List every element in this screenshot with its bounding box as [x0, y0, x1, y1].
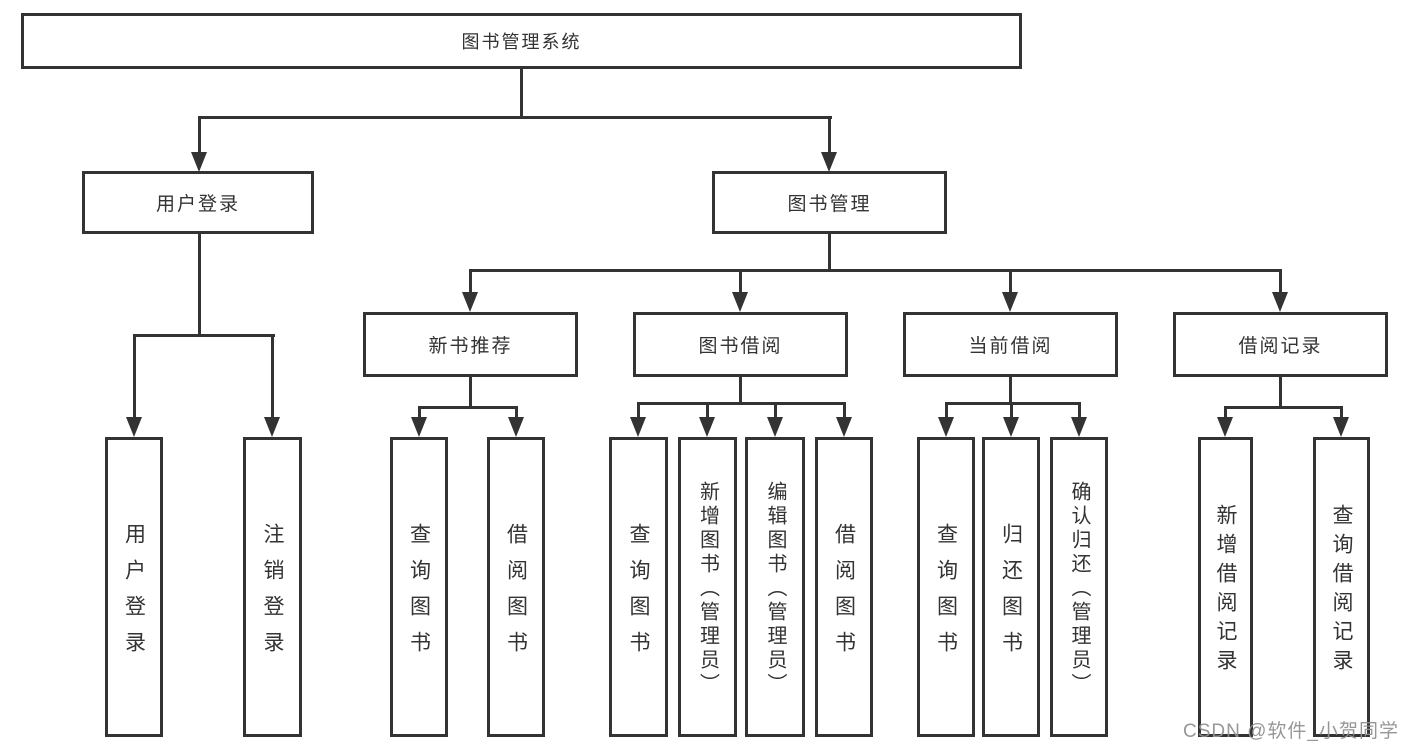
arrow-down-query-bor: [630, 417, 646, 437]
connector-new-book-branch: [418, 406, 518, 409]
leaf-query-books-current: 查询图书: [917, 437, 975, 737]
connector-drop-borrow-rec: [515, 406, 518, 419]
leaf-query-borrow-record-label: 查询借阅记录: [1330, 504, 1353, 678]
arrow-down-user-login: [191, 152, 207, 172]
leaf-edit-book-admin-label: 编辑图书（管理员）: [764, 481, 786, 697]
arrow-down-current-borrow: [1002, 292, 1018, 312]
leaf-borrow-books-recommend: 借阅图书: [487, 437, 545, 737]
leaf-logout-label: 注销登录: [261, 522, 284, 667]
connector-current-borrow-branch: [945, 402, 1081, 405]
leaf-return-books-label: 归还图书: [999, 522, 1023, 667]
arrow-down-borrow-bor: [836, 417, 852, 437]
leaf-query-borrow-record: 查询借阅记录: [1313, 437, 1370, 737]
connector-drop-new-book: [469, 269, 472, 294]
connector-book-borrow-stem: [739, 377, 742, 405]
connector-drop-borrow-bor: [843, 402, 846, 419]
leaf-borrow-books-recommend-label: 借阅图书: [504, 522, 528, 667]
connector-drop-confirm-return: [1078, 402, 1081, 419]
leaf-query-books-recommend-label: 查询图书: [407, 522, 431, 667]
arrow-down-confirm-return: [1071, 417, 1087, 437]
arrow-down-query-cur: [938, 417, 954, 437]
leaf-confirm-return-admin: 确认归还（管理员）: [1050, 437, 1108, 737]
arrow-down-book-borrow: [732, 292, 748, 312]
leaf-confirm-return-admin-label: 确认归还（管理员）: [1068, 481, 1090, 697]
arrow-down-new-book: [462, 292, 478, 312]
leaf-user-login: 用户登录: [105, 437, 163, 737]
connector-current-borrow-stem: [1009, 377, 1012, 405]
connector-drop-logout: [271, 334, 274, 419]
connector-book-mgmt-stem: [828, 234, 831, 272]
connector-drop-return-book: [1010, 402, 1013, 419]
leaf-query-books-borrow-label: 查询图书: [627, 522, 650, 667]
leaf-query-books-borrow: 查询图书: [609, 437, 668, 737]
arrow-down-query-rec: [411, 417, 427, 437]
node-user-login-label: 用户登录: [155, 194, 240, 215]
node-borrow-records-label: 借阅记录: [1238, 336, 1323, 357]
arrow-down-borrow-records: [1272, 292, 1288, 312]
arrow-down-add-record: [1217, 417, 1233, 437]
connector-drop-book-borrow: [739, 269, 742, 294]
connector-root-stem: [520, 69, 523, 118]
connector-drop-query-rec: [418, 406, 421, 419]
arrow-down-logout: [264, 417, 280, 437]
connector-borrow-records-stem: [1279, 377, 1282, 408]
node-user-login: 用户登录: [82, 171, 314, 234]
leaf-query-books-current-label: 查询图书: [934, 522, 958, 667]
leaf-user-login-label: 用户登录: [122, 522, 146, 667]
connector-drop-book-mgmt: [828, 116, 831, 154]
connector-drop-edit-book: [774, 402, 777, 419]
connector-new-book-stem: [469, 377, 472, 408]
node-root-label: 图书管理系统: [461, 32, 582, 52]
node-new-book-recommend-label: 新书推荐: [428, 336, 513, 357]
leaf-borrow-books-borrow-label: 借阅图书: [832, 522, 856, 667]
connector-drop-login: [133, 334, 136, 419]
node-book-management: 图书管理: [712, 171, 947, 234]
connector-borrow-records-branch: [1224, 406, 1343, 409]
arrow-down-query-record: [1333, 417, 1349, 437]
connector-drop-query-record: [1340, 406, 1343, 419]
leaf-add-book-admin: 新增图书（管理员）: [678, 437, 737, 737]
arrow-down-return-book: [1003, 417, 1019, 437]
arrow-down-borrow-rec: [508, 417, 524, 437]
leaf-add-borrow-record: 新增借阅记录: [1198, 437, 1253, 737]
connector-book-borrow-branch: [637, 402, 846, 405]
connector-drop-borrow-records: [1279, 269, 1282, 294]
arrow-down-book-mgmt: [821, 152, 837, 172]
connector-drop-current-borrow: [1009, 269, 1012, 294]
node-book-management-label: 图书管理: [787, 194, 872, 215]
connector-drop-query-bor: [637, 402, 640, 419]
csdn-watermark: CSDN @软件_小贺同学: [1183, 721, 1399, 742]
node-book-borrow-label: 图书借阅: [698, 336, 783, 357]
connector-book-mgmt-branch: [469, 269, 1281, 272]
connector-user-login-stem: [198, 233, 201, 337]
node-current-borrow-label: 当前借阅: [968, 336, 1053, 357]
node-book-borrow: 图书借阅: [633, 312, 848, 377]
leaf-edit-book-admin: 编辑图书（管理员）: [745, 437, 805, 737]
leaf-logout: 注销登录: [243, 437, 302, 737]
arrow-down-login: [126, 417, 142, 437]
arrow-down-add-book: [699, 417, 715, 437]
arrow-down-edit-book: [767, 417, 783, 437]
leaf-query-books-recommend: 查询图书: [390, 437, 448, 737]
leaf-return-books: 归还图书: [982, 437, 1040, 737]
connector-root-branch: [198, 116, 832, 119]
connector-user-login-branch: [133, 334, 275, 337]
leaf-add-book-admin-label: 新增图书（管理员）: [696, 481, 719, 697]
connector-drop-user-login: [198, 116, 201, 154]
node-borrow-records: 借阅记录: [1173, 312, 1388, 377]
node-new-book-recommend: 新书推荐: [363, 312, 578, 377]
leaf-add-borrow-record-label: 新增借阅记录: [1214, 504, 1237, 678]
connector-drop-query-cur: [945, 402, 948, 419]
leaf-borrow-books-borrow: 借阅图书: [815, 437, 873, 737]
node-root: 图书管理系统: [21, 13, 1022, 69]
connector-drop-add-book: [706, 402, 709, 419]
connector-drop-add-record: [1224, 406, 1227, 419]
node-current-borrow: 当前借阅: [903, 312, 1118, 377]
